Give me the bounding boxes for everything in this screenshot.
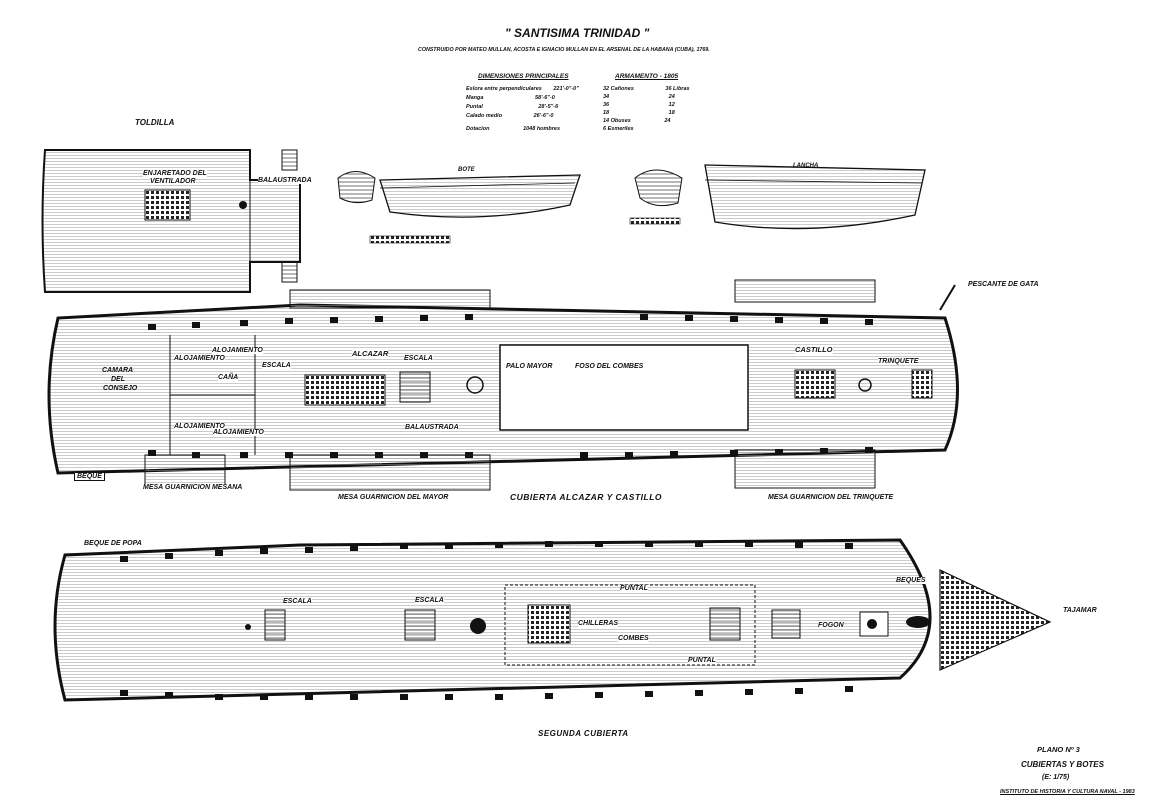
puntal-label: PUNTAL	[688, 657, 716, 664]
arm-count: 36	[603, 102, 610, 108]
arm-calibre: 12	[668, 102, 675, 108]
dim-label: Dotacion	[466, 126, 490, 132]
arm-calibre: 18	[668, 110, 675, 116]
mesa-mayor-label: MESA GUARNICION DEL MAYOR	[338, 494, 449, 501]
arm-count: 34	[603, 94, 610, 100]
combes-label: COMBES	[618, 635, 649, 642]
tajamar-label: TAJAMAR	[1063, 607, 1097, 614]
escala-label: ESCALA	[415, 597, 444, 604]
plan-title: " SANTISIMA TRINIDAD "	[505, 26, 650, 40]
toldilla-title: TOLDILLA	[135, 118, 175, 127]
balaustrada-label: BALAUSTRADA	[258, 177, 312, 184]
toldilla-deck	[41, 149, 301, 293]
escala-label: ESCALA	[404, 355, 433, 362]
segunda-cubierta-deck	[53, 538, 1052, 702]
second-deck-caption: SEGUNDA CUBIERTA	[538, 729, 629, 738]
plano-scale: (E: 1/75)	[1042, 774, 1070, 781]
beques-label: BEQUES	[896, 577, 926, 584]
dim-value: 221'-0"-0"	[553, 86, 579, 92]
ventilador-label: VENTILADOR	[150, 178, 196, 185]
foso-combes-label: FOSO DEL COMBES	[575, 363, 644, 370]
chilleras-label: CHILLERAS	[578, 620, 619, 627]
institute-credit: INSTITUTO DE HISTORIA Y CULTURA NAVAL - …	[1000, 789, 1135, 795]
bote-label: BOTE	[458, 167, 475, 173]
alcazar-label: ALCAZAR	[352, 349, 389, 358]
dim-label: Puntal	[466, 104, 483, 110]
arm-count: 14 Obuses	[603, 118, 631, 124]
alojamiento-label: ALOJAMIENTO	[213, 429, 264, 436]
dim-label: Eslora entre perpendiculares	[466, 86, 542, 92]
trinquete-label: TRINQUETE	[878, 358, 919, 365]
beque-popa-label: BEQUE DE POPA	[84, 540, 142, 547]
arm-calibre: 24	[668, 94, 675, 100]
mesa-mesana-label: MESA GUARNICION MESANA	[143, 484, 243, 491]
camara-label-3: CONSEJO	[103, 385, 138, 392]
escala-label: ESCALA	[262, 362, 291, 369]
lancha-drawing	[629, 164, 926, 230]
upper-deck-caption: CUBIERTA ALCAZAR Y CASTILLO	[510, 492, 663, 502]
mesa-trinquete-label: MESA GUARNICION DEL TRINQUETE	[768, 494, 894, 501]
dim-value: 58'-6"-0	[534, 95, 555, 101]
enjaretado-label: ENJARETADO DEL	[143, 170, 207, 177]
arm-count: 32 Cañones	[603, 86, 634, 92]
escala-label: ESCALA	[283, 598, 312, 605]
arm-calibre: 36 Libras	[665, 86, 690, 92]
gun-ports	[120, 314, 873, 700]
palo-mayor-label: PALO MAYOR	[506, 363, 553, 370]
arm-calibre: 24	[664, 118, 671, 124]
dim-value: 28'-5"-6	[538, 104, 559, 110]
dimensions-table: Eslora entre perpendiculares 221'-0"-0" …	[466, 85, 579, 134]
alojamiento-label: ALOJAMIENTO	[174, 355, 225, 362]
beque-label: BEQUE	[74, 472, 105, 481]
pescante-label: PESCANTE DE GATA	[968, 281, 1039, 288]
fogon-label: FOGON	[818, 622, 844, 629]
plano-name: CUBIERTAS Y BOTES	[1021, 760, 1104, 769]
alcazar-castillo-deck	[47, 279, 959, 491]
armament-heading: ARMAMENTO - 1805	[615, 73, 679, 80]
alojamiento-label: ALOJAMIENTO	[174, 423, 225, 430]
camara-label-1: CAMARA	[102, 367, 134, 374]
puntal-label: PUNTAL	[620, 585, 648, 592]
plano-number: PLANO Nº 3	[1037, 745, 1080, 754]
lancha-label: LANCHA	[793, 163, 819, 169]
dim-label: Manga	[466, 95, 484, 101]
castillo-label: CASTILLO	[795, 345, 833, 354]
dimensions-heading: DIMENSIONES PRINCIPALES	[478, 73, 569, 80]
dim-value: 1048 hombres	[523, 126, 561, 132]
alojamiento-label: ALOJAMIENTO	[212, 347, 263, 354]
plan-subtitle: CONSTRUIDO POR MATEO MULLAN, ACOSTA E IG…	[418, 47, 710, 53]
bote-drawing	[337, 171, 581, 244]
arm-count: 6 Esmeriles	[603, 126, 634, 132]
cana-label: CAÑA	[218, 374, 239, 381]
armament-table: 32 Cañones 36 Libras 34 24 36 12 18 18 1…	[603, 85, 690, 133]
camara-label-2: DEL	[111, 376, 125, 383]
balaustrada-label: BALAUSTRADA	[405, 424, 459, 431]
arm-count: 18	[603, 110, 610, 116]
dim-value: 26'-6"-0	[533, 113, 554, 119]
dim-label: Calado medio	[466, 113, 503, 119]
